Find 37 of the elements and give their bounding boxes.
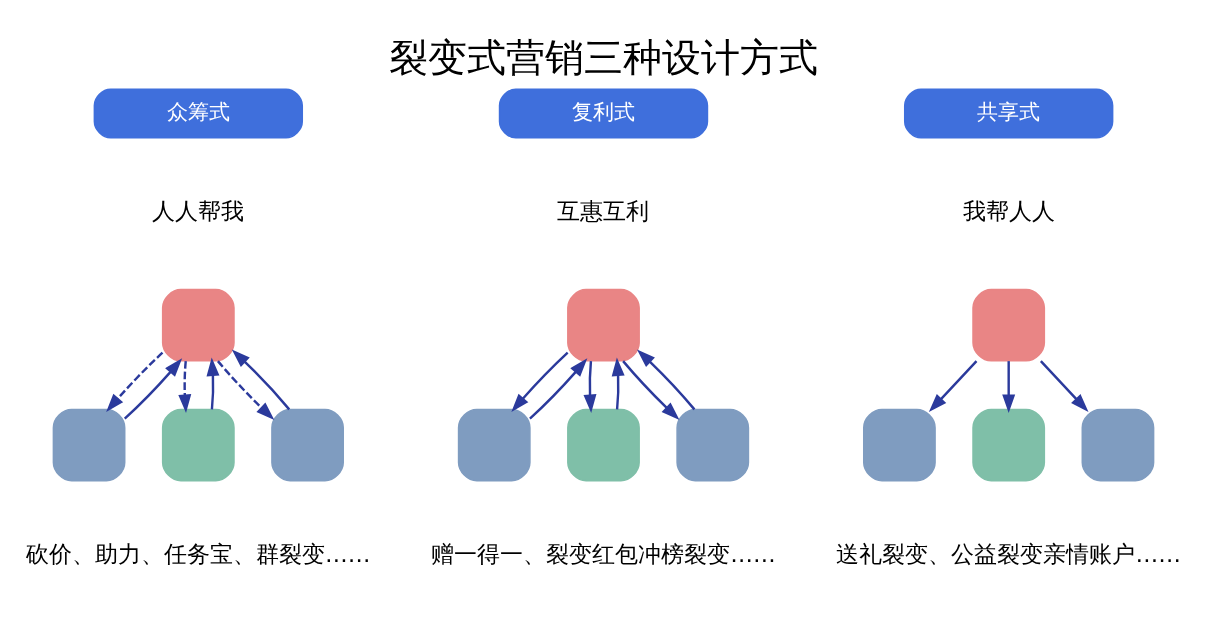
node-person: [161, 408, 235, 482]
node-person: [676, 408, 750, 482]
arrow: [1039, 360, 1089, 413]
arrow: [611, 357, 625, 410]
node-person: [271, 408, 344, 482]
node-person: [567, 288, 640, 362]
arrow: [106, 351, 164, 413]
arrow: [583, 361, 597, 414]
node-box: 众筹式: [93, 88, 304, 139]
label: 送礼裂变、公益裂变亲情账户……: [836, 540, 1181, 567]
label: 人人帮我: [152, 197, 245, 224]
arrow: [206, 357, 220, 410]
node-person: [972, 408, 1046, 482]
label: 赠一得一、裂变红包冲榜裂变……: [431, 540, 776, 567]
arrow: [622, 360, 680, 421]
node-person: [567, 408, 640, 482]
node-person: [457, 408, 531, 482]
node-person: [972, 288, 1046, 362]
node-person: [1081, 408, 1155, 482]
label: 我帮人人: [962, 197, 1055, 224]
node-box: 复利式: [498, 88, 709, 139]
arrow: [1002, 361, 1016, 414]
arrow: [217, 360, 275, 421]
arrow: [178, 361, 192, 414]
node-box: 共享式: [903, 88, 1114, 139]
arrow: [928, 360, 978, 413]
diagram-title: 裂变式营销三种设计方式: [389, 33, 818, 80]
arrow: [511, 351, 569, 413]
node-person: [863, 408, 936, 482]
arrow: [529, 358, 588, 420]
node-person: [52, 408, 126, 482]
label: 互惠互利: [557, 197, 650, 224]
arrow: [123, 358, 183, 420]
arrow: [637, 349, 696, 411]
arrow: [231, 349, 291, 411]
label: 砍价、助力、任务宝、群裂变……: [26, 540, 371, 567]
node-person: [161, 288, 235, 362]
